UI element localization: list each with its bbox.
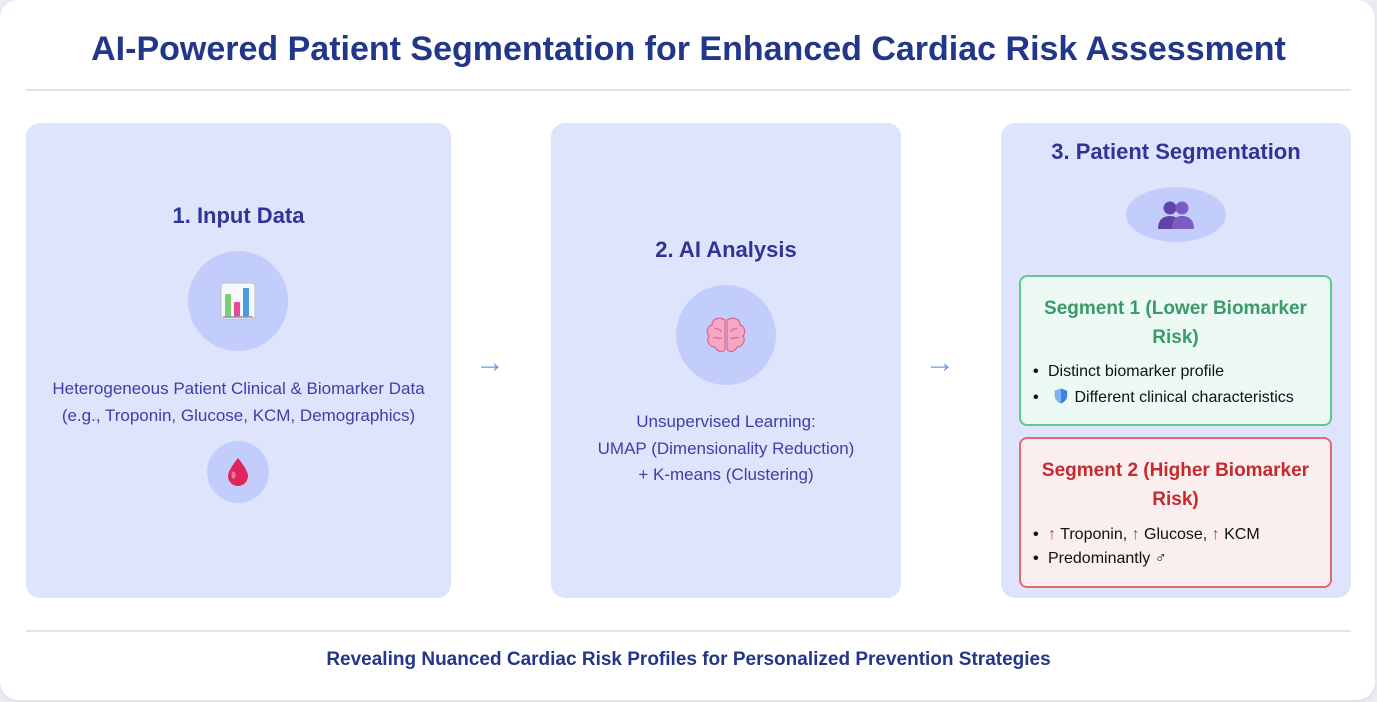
- flow-arrow: →: [925, 346, 955, 379]
- up-arrow-icon: ↑: [1211, 526, 1220, 543]
- page-title: AI-Powered Patient Segmentation for Enha…: [91, 30, 1286, 68]
- input-data-panel: 1. Input Data Heterogeneous Patient Clin…: [26, 123, 451, 598]
- list-item: • ↑ Troponin, ↑ Glucose, ↑ KCM: [1033, 526, 1260, 544]
- bullet: •: [1033, 363, 1039, 380]
- panel-title: 2. AI Analysis: [655, 237, 797, 262]
- ai-analysis-panel: 2. AI Analysis Unsupervised Learning: UM…: [551, 123, 901, 598]
- bullet: •: [1033, 526, 1039, 543]
- segment-title: Segment 1 (Lower Biomarker Risk): [1044, 298, 1307, 348]
- panel-title: 3. Patient Segmentation: [1051, 139, 1301, 164]
- input-description: Heterogeneous Patient Clinical & Biomark…: [26, 376, 451, 429]
- blood-drop-circle: [207, 441, 269, 503]
- description-line: Unsupervised Learning:: [636, 412, 816, 431]
- list-item: • Distinct biomarker profile: [1033, 363, 1224, 381]
- list-item-text: Glucose,: [1139, 526, 1212, 543]
- segment-1-card: Segment 1 (Lower Biomarker Risk) • Distin…: [1019, 275, 1332, 426]
- blood-drop-icon: [228, 458, 248, 486]
- list-item-text: Predominantly ♂: [1048, 550, 1167, 567]
- segment-2-card: Segment 2 (Higher Biomarker Risk) • ↑ Tro…: [1019, 437, 1332, 588]
- list-item: • Predominantly ♂: [1033, 550, 1167, 568]
- up-arrow-icon: ↑: [1131, 526, 1140, 543]
- top-divider: [26, 89, 1351, 91]
- description-line: UMAP (Dimensionality Reduction): [597, 438, 855, 458]
- people-icon: [1158, 201, 1194, 229]
- segment-title: Segment 2 (Higher Biomarker Risk): [1041, 460, 1310, 510]
- footer-tagline: Revealing Nuanced Cardiac Risk Profiles …: [326, 649, 1051, 670]
- description-line: Heterogeneous Patient Clinical & Biomark…: [52, 379, 425, 398]
- bullet: •: [1033, 550, 1039, 567]
- list-item-text: Troponin,: [1056, 526, 1132, 543]
- bottom-divider: [26, 630, 1351, 632]
- flow-arrow: →: [475, 346, 505, 379]
- segmentation-icon-circle: [1126, 187, 1226, 242]
- list-item-text: Different clinical characteristics: [1074, 389, 1294, 406]
- list-item-text: KCM: [1219, 526, 1260, 543]
- panel-title: 1. Input Data: [172, 203, 305, 228]
- shield-icon: [1055, 388, 1068, 404]
- list-item: • Different clinical characteristics: [1033, 388, 1294, 407]
- bullet: •: [1033, 389, 1039, 406]
- up-arrow-icon: ↑: [1048, 526, 1056, 543]
- ai-description: Unsupervised Learning: UMAP (Dimensional…: [551, 409, 901, 489]
- bar-chart-icon: [220, 282, 256, 320]
- ai-icon-circle: [676, 285, 776, 385]
- list-item-text: Distinct biomarker profile: [1048, 363, 1225, 380]
- description-line: + K-means (Clustering): [638, 465, 814, 484]
- description-line: (e.g., Troponin, Glucose, KCM, Demograph…: [61, 405, 416, 425]
- brain-icon: [706, 317, 746, 353]
- input-icon-circle: [188, 251, 288, 351]
